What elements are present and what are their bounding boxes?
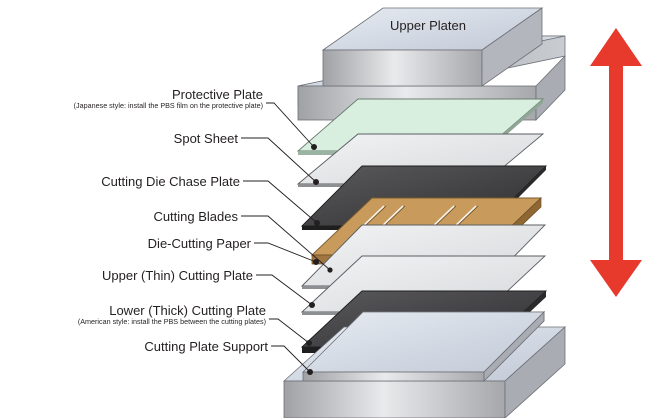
lower-cutting-plate-note: (American style: install the PBS between… bbox=[78, 317, 266, 326]
upper-cutting-plate-label: Upper (Thin) Cutting Plate bbox=[102, 268, 253, 283]
cutting-blades-label: Cutting Blades bbox=[153, 209, 238, 224]
label-upper-cutting-plate: Upper (Thin) Cutting Plate bbox=[102, 268, 315, 308]
label-chase-plate: Cutting Die Chase Plate bbox=[101, 174, 320, 226]
protective-plate-note: (Japanese style: install the PBS film on… bbox=[74, 101, 263, 110]
chase-plate-label: Cutting Die Chase Plate bbox=[101, 174, 240, 189]
label-spot-sheet: Spot Sheet bbox=[174, 131, 319, 185]
lower-cutting-plate-label: Lower (Thick) Cutting Plate bbox=[109, 303, 266, 318]
protective-plate-label: Protective Plate bbox=[172, 87, 263, 102]
double-headed-arrow-icon bbox=[590, 28, 642, 297]
plate-support-label: Cutting Plate Support bbox=[144, 339, 268, 354]
upper-platen-label: Upper Platen bbox=[390, 18, 466, 33]
label-plate-support: Cutting Plate Support bbox=[144, 339, 313, 375]
label-lower-cutting-plate: Lower (Thick) Cutting Plate (American st… bbox=[78, 303, 312, 346]
label-cutting-blades: Cutting Blades bbox=[153, 209, 333, 273]
lower-platen bbox=[282, 311, 567, 418]
label-protective-plate: Protective Plate (Japanese style: instal… bbox=[74, 87, 317, 150]
spot-sheet-label: Spot Sheet bbox=[174, 131, 239, 146]
die-cutting-paper-label: Die-Cutting Paper bbox=[148, 236, 252, 251]
label-die-cutting-paper: Die-Cutting Paper bbox=[148, 236, 319, 265]
